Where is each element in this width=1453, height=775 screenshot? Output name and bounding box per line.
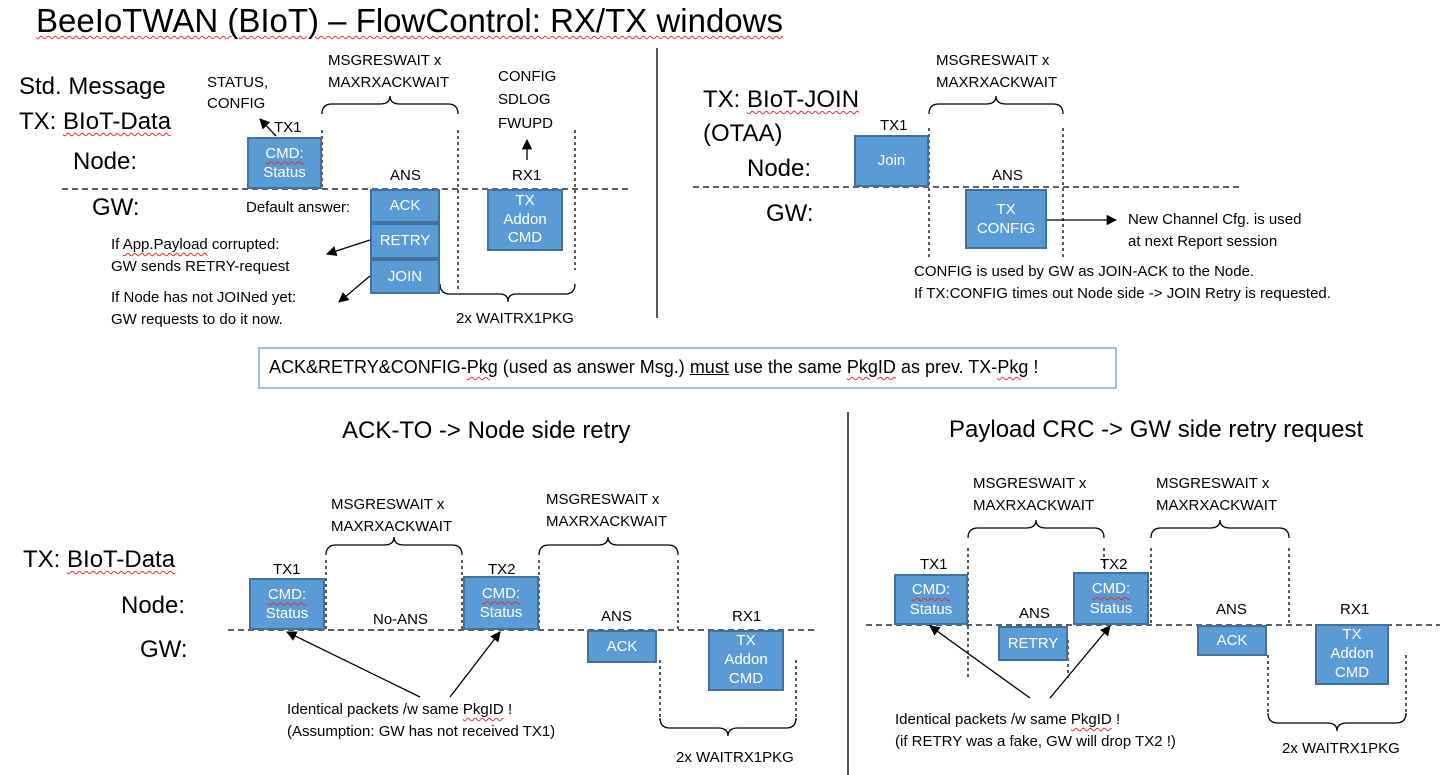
page-title: BeeIoTWAN (BIoT) – FlowControl: RX/TX wi… — [36, 2, 783, 39]
ackto-tx1-label: TX1 — [273, 561, 301, 578]
crc-ack-box: ACK — [1197, 625, 1267, 656]
join-label: TX: BIoT-JOIN (OTAA) — [703, 86, 860, 147]
crc-rx1-label: RX1 — [1340, 601, 1370, 618]
crc-title: Payload CRC -> GW side retry request — [949, 416, 1364, 443]
crc-tx1-box: CMD:Status — [894, 574, 968, 625]
join-note: CONFIG is used by GW as JOIN-ACK to the … — [914, 263, 1331, 302]
std-rx1-label: RX1 — [512, 167, 542, 184]
join-node-label: Node: — [747, 155, 812, 182]
std-ack-box: ACK — [370, 189, 440, 223]
join-gw-label: GW: — [766, 200, 814, 227]
ackto-label: TX: BIoT-Data — [23, 546, 176, 573]
std-default-answer: Default answer: — [246, 199, 351, 216]
crc-ans-1-label: ANS — [1019, 605, 1050, 622]
ackto-tx2-label: TX2 — [488, 561, 516, 578]
join-tx1-label: TX1 — [880, 117, 908, 134]
std-gw-label: GW: — [92, 194, 140, 221]
ackto-tx1-box: CMD:Status — [249, 578, 325, 630]
std-status-config: STATUS,CONFIG — [207, 74, 269, 112]
ackto-node-label: Node: — [121, 592, 186, 619]
crc-note: Identical packets /w same PkgID ! (if RE… — [895, 711, 1176, 750]
std-tx1-label: TX1 — [274, 119, 302, 136]
ackto-waitrx1-label: 2x WAITRX1PKG — [676, 749, 794, 766]
ackto-gw-label: GW: — [140, 636, 188, 663]
std-retry-note: If App.Payload corrupted: GW sends RETRY… — [111, 236, 290, 275]
crc-tx2-box: CMD:Status — [1073, 572, 1149, 625]
crc-brace-2 — [1150, 519, 1290, 539]
pkgid-banner: ACK&RETRY&CONFIG-Pkg (used as answer Msg… — [269, 357, 1039, 377]
ackto-tx2-box: CMD:Status — [463, 576, 539, 630]
std-waitrx1-label: 2x WAITRX1PKG — [456, 310, 574, 327]
ackto-ack-box: ACK — [587, 630, 657, 663]
std-join-box: JOIN — [370, 259, 440, 294]
ackto-brace-1 — [325, 536, 463, 556]
ackto-rx1-label: RX1 — [732, 608, 762, 625]
std-label-1: Std. Message — [19, 73, 166, 100]
std-brace-top — [321, 95, 459, 115]
ackto-brace-bottom — [659, 717, 797, 737]
std-join-note: If Node has not JOINed yet:GW requests t… — [111, 289, 297, 328]
std-ans-label: ANS — [390, 167, 421, 184]
crc-brace-bottom — [1267, 712, 1407, 732]
join-ans-label: ANS — [992, 167, 1023, 184]
ackto-ans-label: ANS — [601, 608, 632, 625]
crc-waitrx1-label: 2x WAITRX1PKG — [1282, 740, 1400, 757]
crc-tx1-label: TX1 — [920, 556, 948, 573]
crc-ans-2-label: ANS — [1216, 601, 1247, 618]
join-brace-top — [928, 95, 1064, 115]
std-brace-bottom — [439, 283, 576, 303]
std-retry-box: RETRY — [370, 223, 440, 259]
ackto-no-ans: No-ANS — [373, 611, 429, 628]
ackto-title: ACK-TO -> Node side retry — [342, 417, 631, 444]
ackto-note: Identical packets /w same PkgID ! (Assum… — [287, 701, 556, 740]
std-label-2: TX: BIoT-Data — [19, 108, 172, 135]
crc-retry-box: RETRY — [998, 626, 1068, 661]
crc-tx2-label: TX2 — [1100, 556, 1128, 573]
std-node-label: Node: — [73, 148, 138, 175]
crc-brace-1 — [967, 519, 1105, 539]
ackto-brace-2 — [538, 536, 679, 556]
join-box: Join — [854, 135, 929, 187]
banner-border — [258, 347, 1117, 389]
std-cmd-status-box: CMD:Status — [247, 137, 322, 189]
